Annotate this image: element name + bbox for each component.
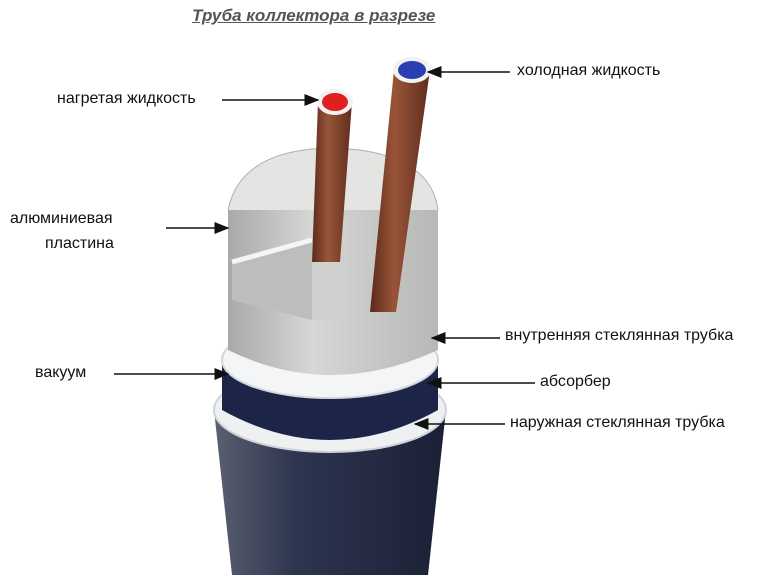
label-outer-glass-tube: наружная стеклянная трубка bbox=[510, 414, 725, 431]
cold-pipe bbox=[370, 57, 431, 312]
label-absorber: абсорбер bbox=[540, 373, 611, 390]
label-inner-glass-tube: внутренняя стеклянная трубка bbox=[505, 327, 734, 344]
label-hot-fluid: нагретая жидкость bbox=[57, 90, 196, 107]
hot-pipe bbox=[312, 89, 353, 262]
label-cold-fluid: холодная жидкость bbox=[517, 62, 661, 79]
diagram-title: Труба коллектора в разрезе bbox=[192, 6, 436, 25]
label-aluminum-plate-1: алюминиевая bbox=[10, 210, 113, 227]
label-aluminum-plate-2: пластина bbox=[45, 235, 114, 252]
label-vacuum: вакуум bbox=[35, 364, 87, 381]
